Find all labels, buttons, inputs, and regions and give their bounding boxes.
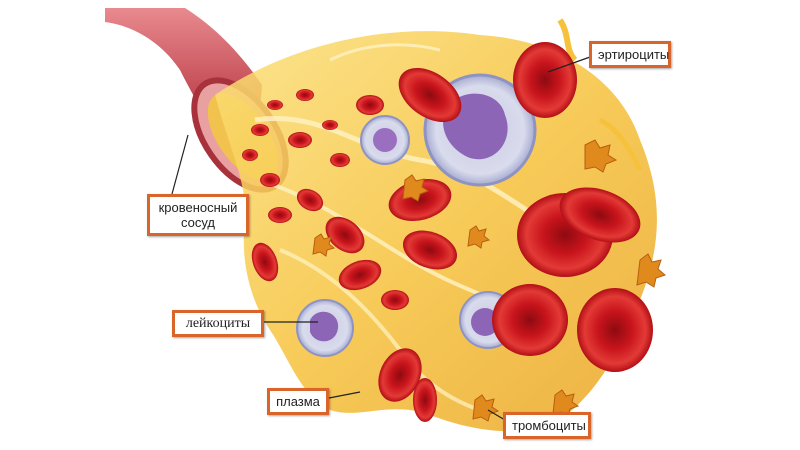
label-plasma: плазма bbox=[267, 388, 329, 415]
label-blood-vessel-line2: сосуд bbox=[180, 215, 216, 230]
leader-lines bbox=[171, 56, 591, 421]
label-blood-vessel: кровеносный сосуд bbox=[147, 194, 249, 236]
label-platelets: тромбоциты bbox=[503, 412, 591, 439]
label-blood-vessel-line1: кровеносный bbox=[158, 200, 238, 215]
label-erythrocytes: эртироциты bbox=[589, 41, 671, 68]
red-blood-cells bbox=[242, 42, 653, 422]
label-leukocytes: лейкоциты bbox=[172, 310, 264, 337]
